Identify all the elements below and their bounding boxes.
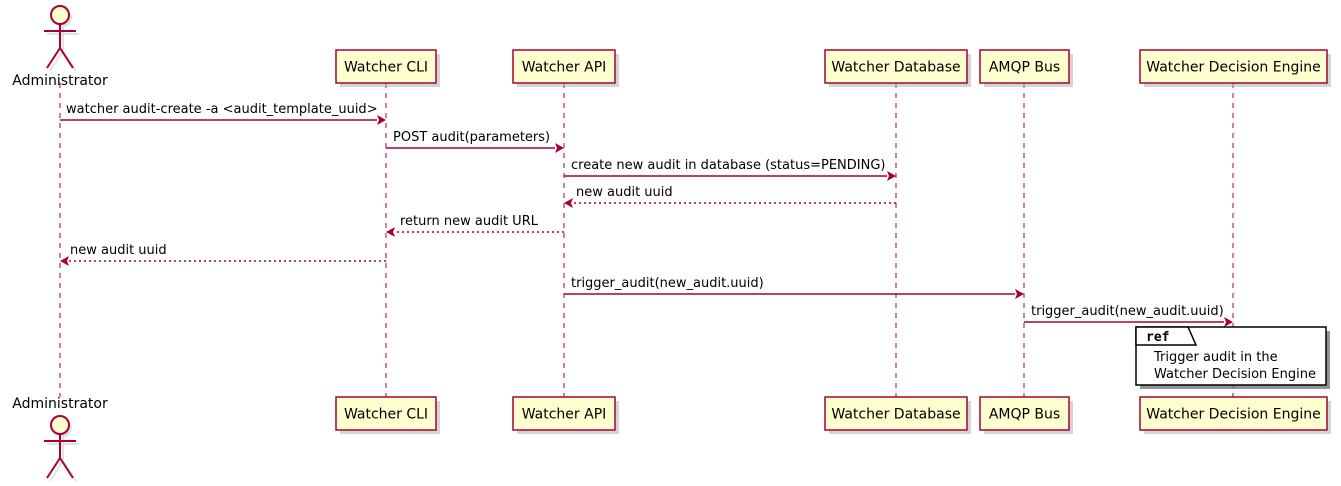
message-m6[interactable]: new audit uuid (60, 243, 386, 266)
actor-admin-bottom[interactable]: Administrator (12, 396, 108, 482)
bottom-participant-boxes: Watcher CLI Watcher API Watcher Database AM… (335, 396, 1331, 434)
participant-label: Watcher API (522, 60, 607, 76)
participant-box[interactable] (512, 396, 616, 431)
message-m4[interactable]: new audit uuid (564, 185, 896, 208)
message-label: trigger_audit(new_audit.uuid) (1031, 304, 1224, 319)
participant-amqp-top[interactable]: AMQP Bus (979, 49, 1073, 87)
participant-box[interactable] (979, 396, 1070, 431)
participant-db-top[interactable]: Watcher Database (824, 49, 971, 87)
message-label: return new audit URL (400, 214, 539, 229)
message-m1[interactable]: watcher audit-create -a <audit_template_… (60, 102, 386, 125)
participant-wde-bottom[interactable]: Watcher Decision Engine (1139, 396, 1331, 434)
top-participant-boxes: Watcher CLI Watcher API Watcher Database AM… (335, 49, 1331, 87)
ref-body-line: Watcher Decision Engine (1154, 367, 1316, 382)
participant-box[interactable] (1139, 49, 1328, 84)
participant-label: Watcher Decision Engine (1146, 407, 1320, 423)
participant-label: Watcher Database (831, 407, 960, 423)
ref-tab-label: ref (1146, 330, 1169, 345)
message-label: watcher audit-create -a <audit_template_… (66, 102, 378, 117)
participant-label: AMQP Bus (989, 60, 1060, 76)
bottom-actors-group: Administrator (12, 396, 108, 482)
participant-amqp-bottom[interactable]: AMQP Bus (979, 396, 1073, 434)
actor-label: Administrator (12, 396, 108, 412)
participant-box[interactable] (1139, 396, 1328, 431)
participant-wde-top[interactable]: Watcher Decision Engine (1139, 49, 1331, 87)
message-m8[interactable]: trigger_audit(new_audit.uuid) (1024, 304, 1233, 327)
participant-cli-bottom[interactable]: Watcher CLI (335, 396, 440, 434)
message-m3[interactable]: create new audit in database (status=PEN… (564, 158, 896, 181)
lifelines-group (59, 83, 1234, 397)
participant-api-top[interactable]: Watcher API (512, 49, 619, 87)
participant-db-bottom[interactable]: Watcher Database (824, 396, 971, 434)
actor-head (50, 415, 70, 435)
message-arrowhead (1224, 317, 1233, 327)
participant-label: Watcher CLI (344, 60, 428, 76)
participant-label: Watcher Database (831, 60, 960, 76)
message-arrowhead (1015, 289, 1024, 299)
actor-legs (46, 47, 74, 69)
message-label: POST audit(parameters) (393, 130, 550, 145)
actor-label: Administrator (12, 73, 108, 89)
message-m2[interactable]: POST audit(parameters) (386, 130, 564, 153)
participant-label: Watcher CLI (344, 407, 428, 423)
ref-body-line: Trigger audit in the (1153, 350, 1278, 365)
top-actors-group: Administrator (12, 5, 108, 89)
participant-label: AMQP Bus (989, 407, 1060, 423)
participant-box[interactable] (512, 49, 616, 84)
message-label: create new audit in database (status=PEN… (571, 158, 886, 173)
message-arrowhead (386, 227, 395, 237)
ref-tab (1135, 326, 1198, 346)
messages-group: watcher audit-create -a <audit_template_… (60, 102, 1233, 327)
message-label: new audit uuid (70, 243, 167, 258)
participant-label: Watcher API (522, 407, 607, 423)
participant-box[interactable] (335, 396, 437, 431)
participant-box[interactable] (824, 49, 968, 84)
participant-box[interactable] (824, 396, 968, 431)
message-arrowhead (377, 115, 386, 125)
message-arrowhead (887, 171, 896, 181)
message-label: new audit uuid (576, 185, 673, 200)
actor-legs (46, 457, 74, 479)
participant-label: Watcher Decision Engine (1146, 60, 1320, 76)
message-m7[interactable]: trigger_audit(new_audit.uuid) (564, 276, 1024, 299)
message-arrowhead (60, 256, 69, 266)
message-arrowhead (555, 143, 564, 153)
participant-cli-top[interactable]: Watcher CLI (335, 49, 440, 87)
message-m5[interactable]: return new audit URL (386, 214, 564, 237)
participant-box[interactable] (335, 49, 437, 84)
message-label: trigger_audit(new_audit.uuid) (571, 276, 764, 291)
actor-admin-top[interactable]: Administrator (12, 5, 108, 89)
participant-box[interactable] (979, 49, 1070, 84)
participant-api-bottom[interactable]: Watcher API (512, 396, 619, 434)
message-arrowhead (564, 198, 573, 208)
actor-head (50, 5, 70, 25)
